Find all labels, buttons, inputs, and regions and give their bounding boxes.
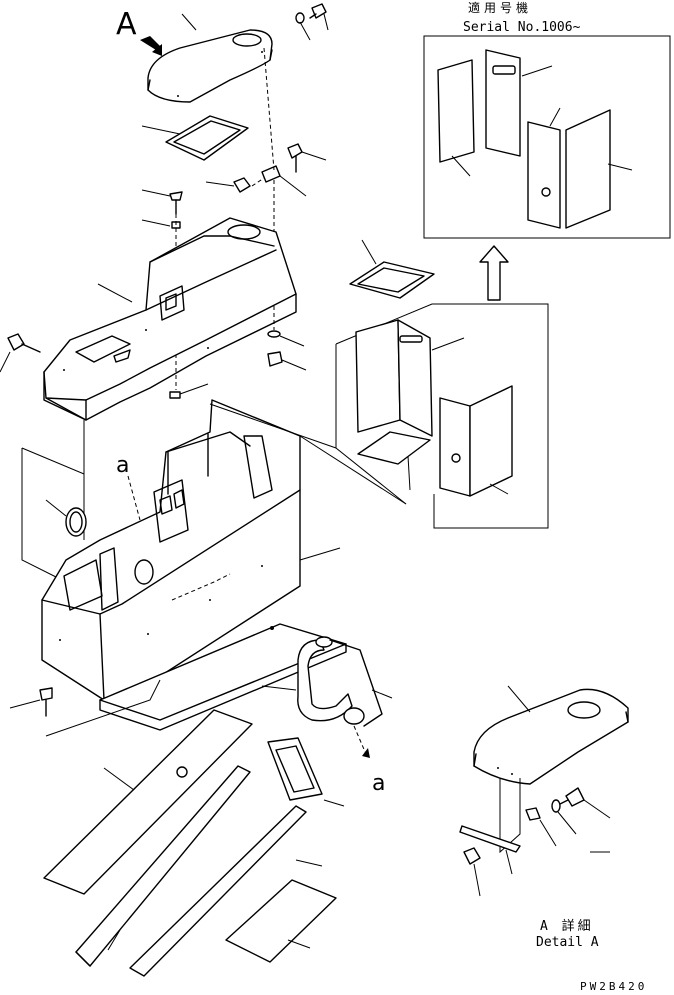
mat-right-wedge — [129, 805, 307, 977]
nut-1 — [233, 177, 251, 193]
mat-small — [225, 879, 337, 963]
view-arrow — [140, 36, 162, 56]
serial-label-jp: 適用号機 — [468, 0, 532, 15]
view-marker-a: A — [116, 7, 137, 42]
detail-a-bracket — [525, 807, 541, 821]
bolt-bottom-left — [39, 687, 53, 717]
top-cover — [147, 29, 273, 103]
serial-detail-box — [423, 35, 671, 239]
arrow-up — [479, 245, 509, 301]
floor-plate — [99, 623, 347, 731]
nut-right — [267, 351, 283, 367]
bracket-l-2 — [439, 385, 513, 497]
serial-label: Serial No.1006~ — [463, 20, 581, 35]
plate-small — [357, 431, 431, 465]
detail-a-strap — [459, 825, 521, 853]
console-lower — [41, 399, 301, 703]
detail-a-washer — [551, 799, 561, 813]
bolt-2 — [287, 143, 303, 173]
washer-right — [267, 330, 281, 338]
bolt-top — [309, 3, 327, 19]
mat-large — [43, 709, 253, 895]
washer-top — [295, 12, 305, 24]
drawing-code: PW2B420 — [580, 980, 647, 993]
grommet — [65, 507, 87, 537]
gasket-frame-3 — [349, 261, 435, 299]
bolt-left — [7, 333, 41, 353]
mat-left-wedge — [75, 765, 251, 967]
hose — [297, 636, 365, 725]
section-marker-top: a — [116, 453, 129, 478]
detail-a-cover — [473, 688, 629, 785]
cover-plate-hose — [329, 639, 383, 727]
clip-lower — [169, 391, 181, 399]
screw-1 — [169, 191, 183, 215]
bracket-1 — [261, 165, 281, 183]
gasket-frame-1 — [165, 115, 249, 161]
detail-a-nut — [463, 847, 481, 865]
detail-label: Detail A — [536, 935, 599, 950]
gasket-frame-2 — [267, 737, 323, 801]
bracket-l-1 — [355, 319, 433, 437]
detail-label-jp: A 詳細 — [540, 918, 594, 934]
leader-top-cover — [181, 13, 197, 31]
section-marker-bottom: a — [372, 771, 385, 796]
detail-a-bolt — [559, 787, 585, 807]
console-upper — [43, 217, 297, 421]
